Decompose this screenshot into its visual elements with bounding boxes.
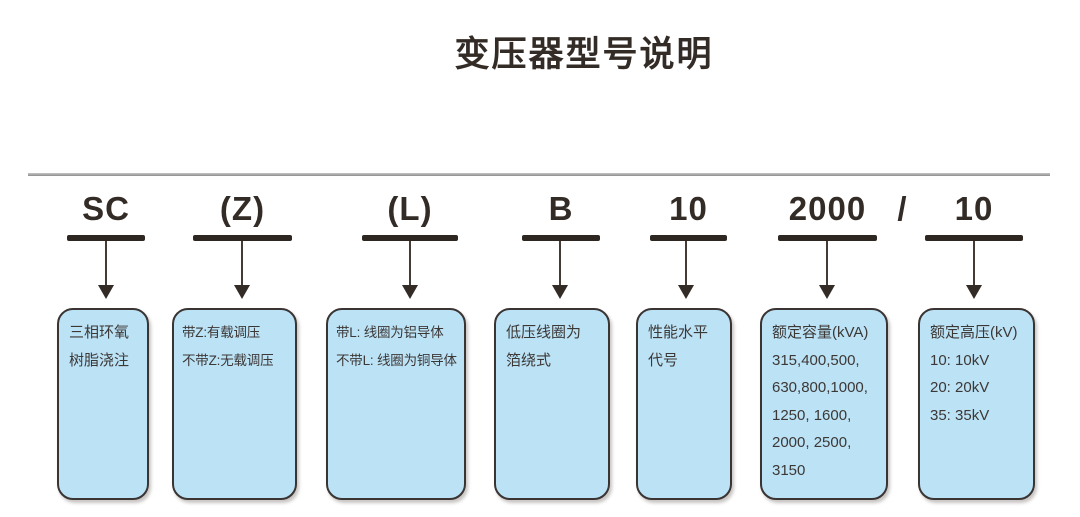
- code-column-b: B 低压线圈为 箔绕式: [494, 190, 610, 505]
- code-label: SC: [82, 190, 130, 227]
- description-line: 3150: [772, 461, 806, 479]
- code-underline: [650, 235, 727, 241]
- description-line: 不带L: 线圈为铜导体: [336, 352, 457, 368]
- arrow-down-icon: [402, 285, 418, 299]
- code-label: 10: [669, 190, 708, 227]
- arrow-down-icon: [819, 285, 835, 299]
- page-title: 变压器型号说明: [454, 35, 714, 74]
- code-column-2000: 2000 额定容量(kVA) 315,400,500, 630,800,1000…: [757, 190, 888, 505]
- description-line: 代号: [648, 351, 679, 369]
- description-line: 315,400,500,: [772, 351, 860, 369]
- description-box: 带Z:有载调压 不带Z:无载调压: [172, 308, 297, 500]
- description-line: 20: 20kV: [930, 379, 990, 396]
- description-line: 额定高压(kV): [930, 324, 1018, 341]
- arrow-stem: [826, 241, 828, 285]
- code-underline: [362, 235, 458, 241]
- code-label: (Z): [219, 190, 266, 227]
- description-line: 三相环氧: [69, 324, 130, 341]
- arrow-down-icon: [98, 285, 114, 299]
- description-box: 低压线圈为 箔绕式: [494, 308, 610, 500]
- description-line: 额定容量(kVA): [772, 324, 869, 341]
- description-line: 箔绕式: [506, 351, 552, 369]
- description-line: 10: 10kV: [930, 351, 990, 369]
- arrow-down-icon: [234, 285, 250, 299]
- code-column-l: (L) 带L: 线圈为铝导体 不带L: 线圈为铜导体: [326, 190, 466, 505]
- arrow-stem: [973, 241, 975, 285]
- description-line: 低压线圈为: [506, 324, 582, 341]
- description-box: 三相环氧 树脂浇注: [57, 308, 149, 500]
- description-box: 性能水平 代号: [636, 308, 732, 500]
- code-underline: [925, 235, 1023, 241]
- description-box: 带L: 线圈为铝导体 不带L: 线圈为铜导体: [326, 308, 466, 500]
- slash-separator: /: [897, 190, 907, 227]
- arrow-stem: [559, 241, 561, 285]
- code-column-sc: SC 三相环氧 树脂浇注: [57, 190, 149, 505]
- arrow-down-icon: [678, 285, 694, 299]
- description-line: 35: 35kV: [930, 406, 990, 424]
- arrow-down-icon: [966, 285, 982, 299]
- arrow-stem: [105, 241, 107, 285]
- code-label: (L): [387, 190, 433, 227]
- code-column-10: 10 性能水平 代号: [636, 190, 732, 505]
- description-line: 不带Z:无载调压: [182, 352, 274, 368]
- code-label: B: [548, 190, 574, 227]
- description-line: 630,800,1000,: [772, 379, 868, 396]
- arrow-stem: [409, 241, 411, 285]
- code-underline: [67, 235, 145, 241]
- description-line: 树脂浇注: [69, 351, 130, 369]
- description-line: 1250, 1600,: [772, 406, 852, 424]
- description-box: 额定容量(kVA) 315,400,500, 630,800,1000, 125…: [760, 308, 888, 500]
- arrow-stem: [241, 241, 243, 285]
- horizontal-rule: [28, 173, 1050, 176]
- code-label: 2000: [788, 190, 867, 227]
- code-label: 10: [954, 190, 994, 227]
- description-box: 额定高压(kV) 10: 10kV 20: 20kV 35: 35kV: [918, 308, 1035, 500]
- description-line: 带L: 线圈为铝导体: [336, 325, 444, 340]
- code-underline: [193, 235, 292, 241]
- description-line: 2000, 2500,: [772, 434, 852, 451]
- description-line: 性能水平: [648, 324, 709, 341]
- arrow-down-icon: [552, 285, 568, 299]
- arrow-stem: [685, 241, 687, 285]
- code-column-10kv: 10 额定高压(kV) 10: 10kV 20: 20kV 35: 35kV: [918, 190, 1035, 505]
- description-line: 带Z:有载调压: [182, 325, 261, 340]
- code-underline: [522, 235, 600, 241]
- code-underline: [778, 235, 877, 241]
- code-column-z: (Z) 带Z:有载调压 不带Z:无载调压: [172, 190, 297, 505]
